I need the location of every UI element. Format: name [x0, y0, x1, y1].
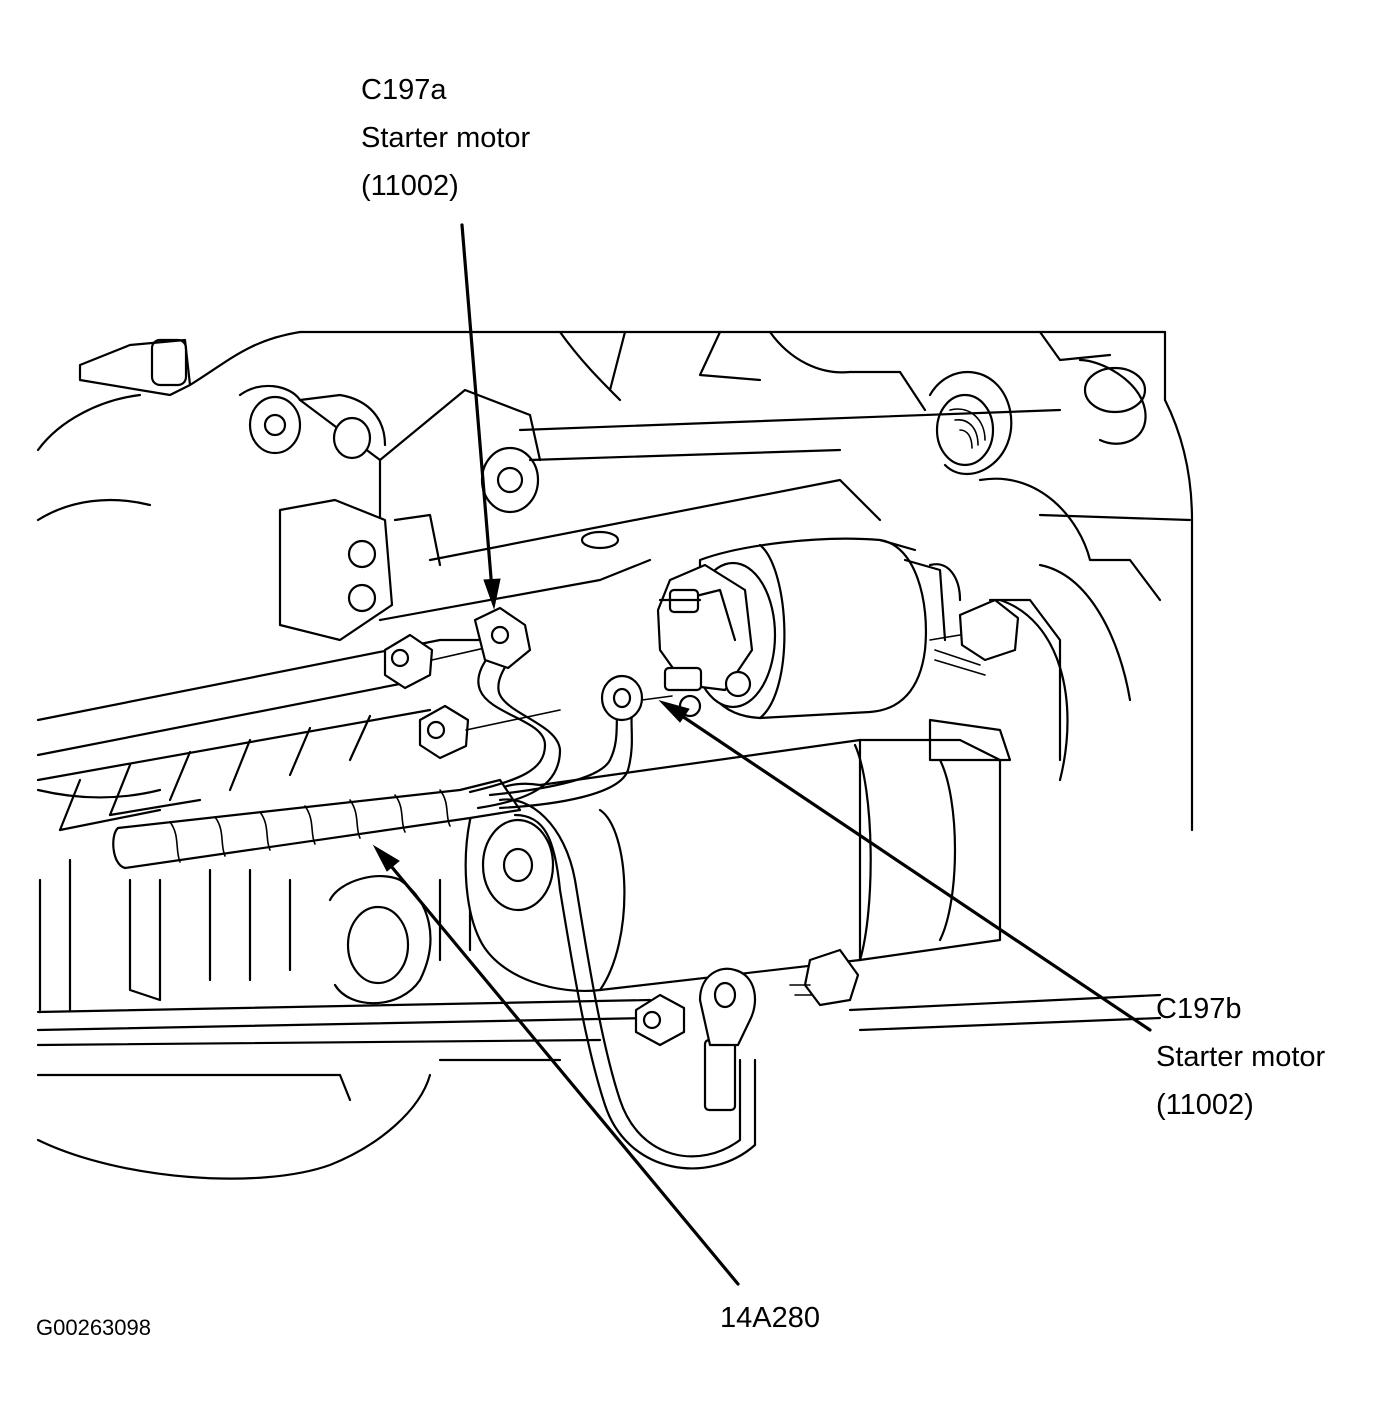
callout-c197b-part-number: (11002): [1156, 1089, 1254, 1121]
callout-14a280-code: 14A280: [720, 1302, 820, 1334]
leader-c197b: [674, 710, 1152, 1032]
leader-c197a: [460, 223, 494, 592]
callout-c197a: C197a Starter motor (11002): [361, 66, 530, 210]
leader-14a280: [384, 858, 740, 1286]
callout-c197b-name: Starter motor: [1156, 1041, 1326, 1073]
mounting-nuts: [383, 633, 686, 1047]
starter-motor: [464, 537, 1062, 1007]
arrowhead-14a280: [372, 844, 400, 872]
engine-block: [36, 330, 1194, 1180]
callout-c197a-code: C197a: [361, 74, 447, 106]
arrowhead-c197a: [483, 578, 501, 610]
figure-id: G00263098: [36, 1315, 151, 1340]
wiring-harness: [112, 606, 757, 1170]
callout-c197a-part-number: (11002): [361, 170, 459, 202]
callout-c197b-code: C197b: [1156, 993, 1242, 1025]
arrowhead-c197b: [658, 700, 690, 723]
callout-c197a-name: Starter motor: [361, 122, 531, 154]
callout-c197b: C197b Starter motor (11002): [1156, 985, 1325, 1129]
leader-arrows: [372, 223, 1152, 1286]
callout-14a280: 14A280: [720, 1294, 820, 1342]
